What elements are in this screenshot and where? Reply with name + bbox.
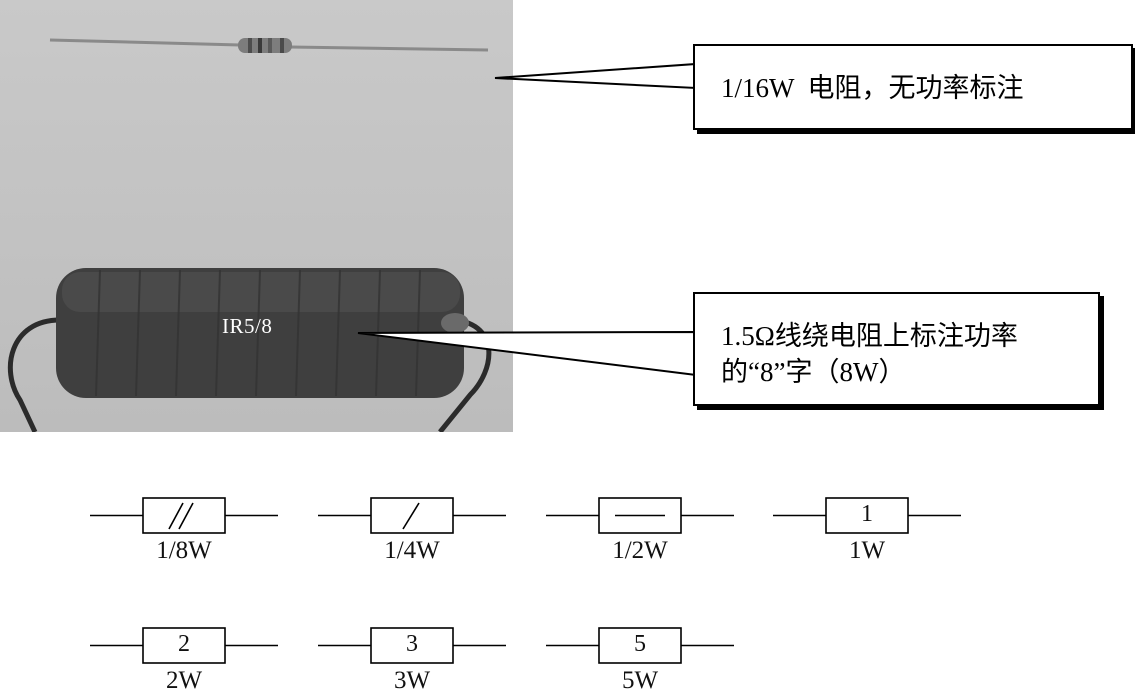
symbol-caption: 5W — [621, 667, 659, 694]
symbol-caption: 2W — [165, 667, 203, 694]
callout-wirewound-text: 1.5Ω线绕电阻上标注功率 的“8”字（8W） — [721, 318, 1018, 390]
symbol-body — [598, 627, 682, 664]
symbol-body — [142, 627, 226, 664]
symbol-body — [825, 497, 909, 534]
symbol-caption: 1W — [848, 537, 886, 564]
symbol-power-number: 2 — [178, 631, 190, 657]
callout-small-resistor: 1/16W 电阻，无功率标注 — [693, 44, 1133, 130]
wirewound-resistor-image — [7, 268, 492, 432]
symbol-caption: 3W — [393, 667, 431, 694]
callout-small-resistor-text: 1/16W 电阻，无功率标注 — [721, 73, 1024, 103]
resistor-symbol — [773, 497, 961, 534]
symbol-power-number: 1 — [861, 501, 873, 527]
symbol-caption: 1/4W — [384, 537, 440, 564]
callout-wirewound-resistor: 1.5Ω线绕电阻上标注功率 的“8”字（8W） — [693, 292, 1100, 406]
symbol-body — [142, 497, 226, 534]
resistor-symbol — [90, 627, 278, 664]
power-mark-slash — [168, 502, 184, 530]
photo-drawing — [7, 38, 492, 432]
resistor-photo: IR5/8 — [0, 0, 513, 432]
resistor-symbol — [318, 497, 506, 534]
small-resistor-image — [49, 38, 489, 53]
resistor-symbol — [546, 627, 734, 664]
power-mark-slash — [178, 502, 194, 530]
symbol-power-number: 3 — [406, 631, 418, 657]
callout-wirewound-line2: 的“8”字（8W） — [721, 357, 906, 387]
resistor-symbol — [546, 497, 734, 534]
resistor-symbol — [90, 497, 278, 534]
power-mark-slash — [402, 502, 420, 530]
symbol-caption: 1/8W — [156, 537, 212, 564]
symbol-body — [598, 497, 682, 534]
resistor-symbol — [318, 627, 506, 664]
symbol-body — [370, 627, 454, 664]
symbol-caption: 1/2W — [612, 537, 668, 564]
resistor-marking-text: IR5/8 — [222, 314, 273, 338]
callout-wirewound-line1: 1.5Ω线绕电阻上标注功率 — [721, 321, 1018, 351]
symbol-power-number: 5 — [634, 631, 646, 657]
